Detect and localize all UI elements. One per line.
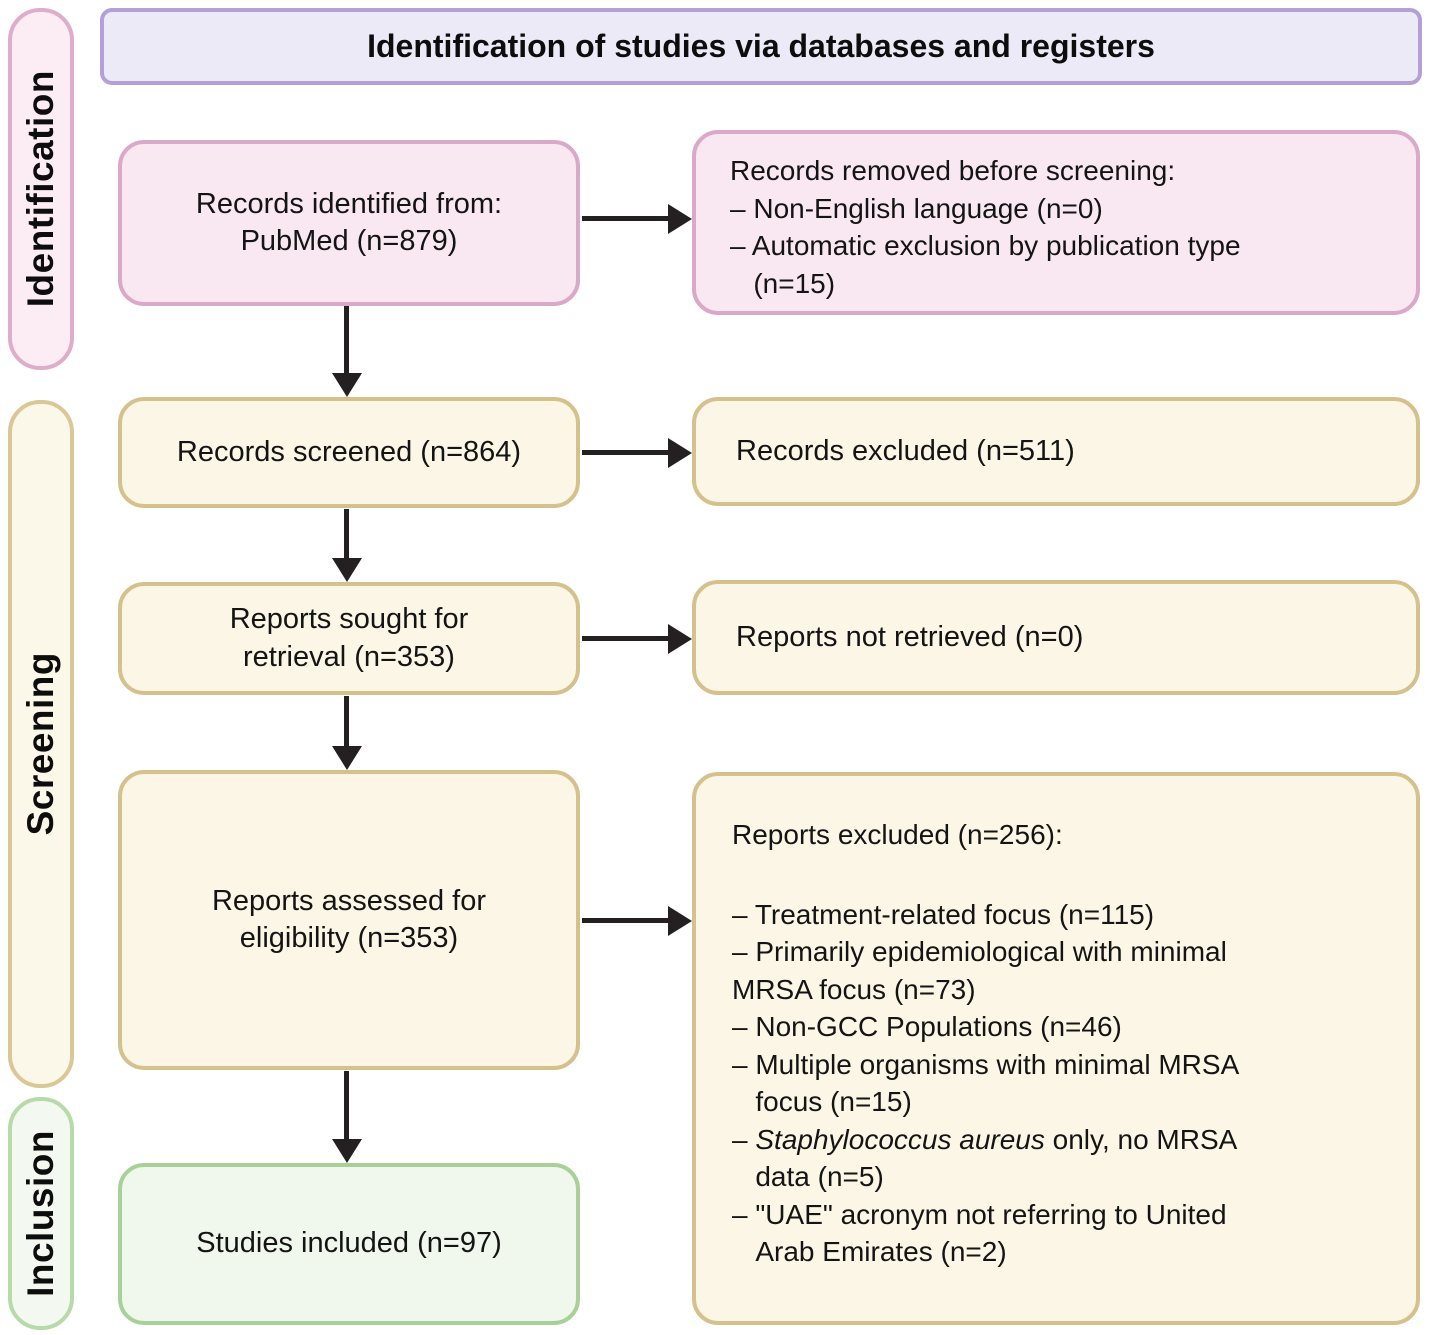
sidebar-label-identification-text: Identification: [20, 70, 61, 308]
arrow-screened-to-sought: [344, 509, 349, 559]
sidebar-label-screening-text: Screening: [20, 652, 61, 836]
box-reports-not-retrieved: Reports not retrieved (n=0): [692, 580, 1420, 695]
excluded-reason-staph-aureus-rest: only, no MRSA data (n=5): [755, 1123, 1238, 1193]
excluded-reason-staph-aureus-species: Staphylococcus aureus: [755, 1123, 1045, 1155]
diagram-title-bar: Identification of studies via databases …: [100, 8, 1422, 85]
diagram-title: Identification of studies via databases …: [367, 28, 1155, 64]
box-reports-excluded: Reports excluded (n=256): – Treatment-re…: [692, 772, 1420, 1325]
excluded-reason-multiple-organisms: – Multiple organisms with minimal MRSA f…: [732, 1048, 1240, 1118]
excluded-reason-uae-acronym: – "UAE" acronym not referring to United …: [732, 1198, 1227, 1268]
removed-reason-non-english: – Non-English language (n=0): [730, 192, 1103, 224]
sidebar-label-inclusion: Inclusion: [8, 1097, 74, 1330]
excluded-reason-staph-aureus: – Staphylococcus aureus only, no MRSA da…: [732, 1121, 1237, 1196]
sidebar-label-identification: Identification: [8, 8, 74, 370]
arrow-assessed-to-included: [344, 1071, 349, 1140]
arrow-identified-to-removed: [582, 216, 669, 221]
arrow-assessed-to-excluded: [582, 918, 669, 923]
arrow-screened-to-excluded: [582, 450, 669, 455]
arrow-sought-to-not-retrieved: [582, 636, 669, 641]
box-records-removed-header: Records removed before screening:: [730, 155, 1176, 186]
arrow-sought-to-assessed: [344, 696, 349, 747]
box-studies-included: Studies included (n=97): [118, 1163, 580, 1325]
box-reports-sought-text: Reports sought for retrieval (n=353): [229, 603, 469, 673]
box-reports-not-retrieved-text: Reports not retrieved (n=0): [736, 620, 1084, 653]
excluded-reason-staph-aureus-prefix: –: [732, 1123, 756, 1155]
box-studies-included-text: Studies included (n=97): [196, 1227, 502, 1260]
box-reports-assessed: Reports assessed for eligibility (n=353): [118, 770, 580, 1070]
box-records-screened-text: Records screened (n=864): [176, 435, 522, 468]
removed-reason-auto-exclusion: – Automatic exclusion by publication typ…: [730, 230, 1241, 299]
excluded-reason-non-gcc: – Non-GCC Populations (n=46): [732, 1011, 1122, 1043]
box-records-excluded-text: Records excluded (n=511): [736, 434, 1075, 467]
box-records-screened: Records screened (n=864): [118, 397, 580, 508]
box-records-identified: Records identified from: PubMed (n=879): [118, 140, 580, 306]
sidebar-label-inclusion-text: Inclusion: [20, 1130, 61, 1297]
box-reports-excluded-header: Reports excluded (n=256):: [732, 819, 1063, 850]
box-reports-sought: Reports sought for retrieval (n=353): [118, 582, 580, 695]
box-records-identified-text: Records identified from: PubMed (n=879): [195, 187, 503, 257]
excluded-reason-epidemiological: – Primarily epidemiological with minimal…: [732, 936, 1227, 1005]
sidebar-label-screening: Screening: [8, 400, 74, 1088]
arrow-identified-to-screened: [344, 306, 349, 374]
box-records-excluded: Records excluded (n=511): [692, 397, 1420, 506]
box-records-removed: Records removed before screening: – Non-…: [692, 130, 1420, 315]
box-reports-assessed-text: Reports assessed for eligibility (n=353): [211, 884, 486, 954]
excluded-reason-treatment: – Treatment-related focus (n=115): [732, 898, 1155, 930]
